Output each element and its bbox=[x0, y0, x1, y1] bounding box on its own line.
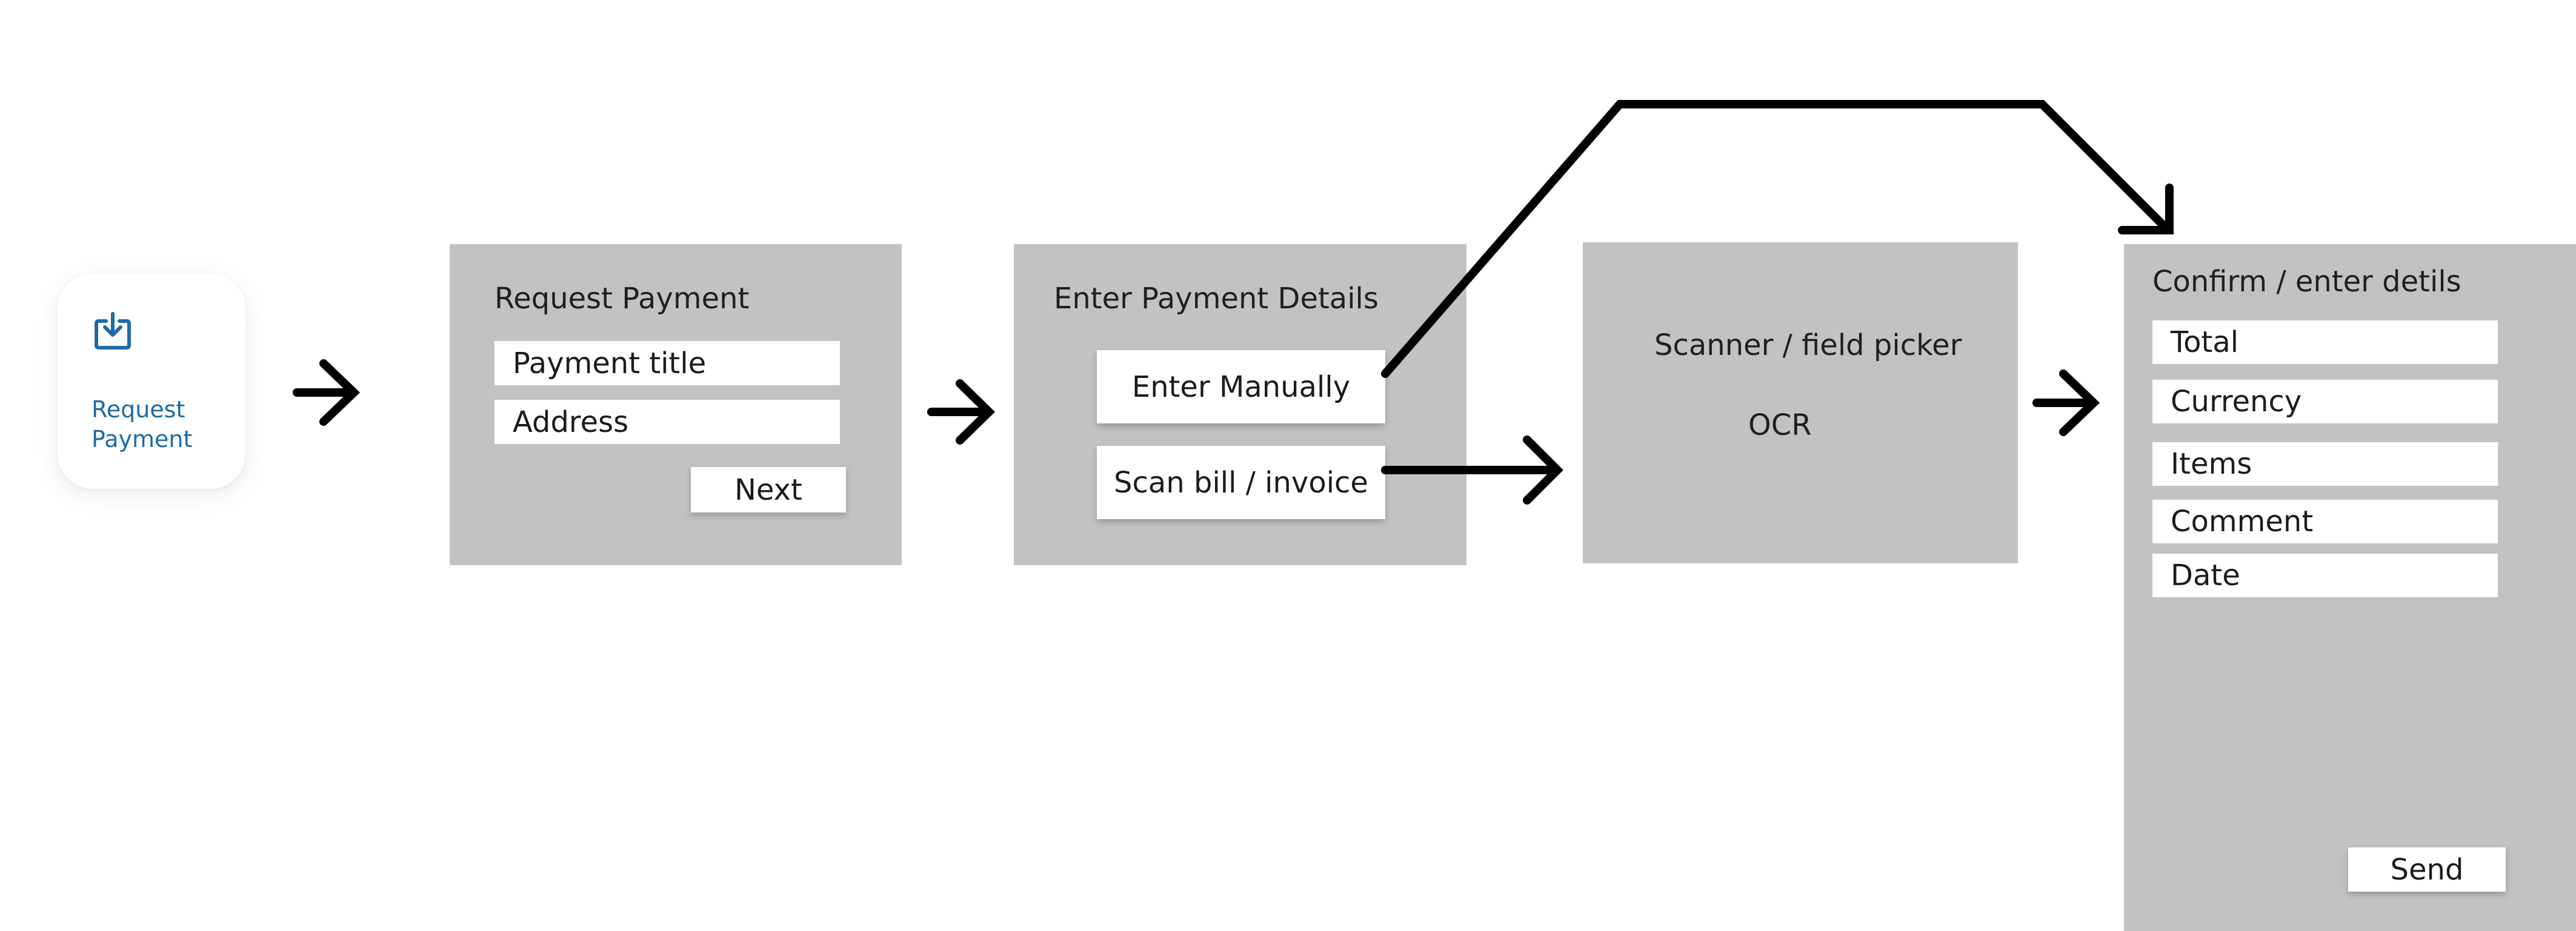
enter-payment-details-title: Enter Payment Details bbox=[1054, 282, 1379, 316]
payment-title-field[interactable]: Payment title bbox=[494, 341, 840, 385]
confirm-details-panel: Confirm / enter detils Total Currency It… bbox=[2124, 244, 2576, 931]
request-payment-title: Request Payment bbox=[494, 282, 750, 316]
next-button[interactable]: Next bbox=[691, 467, 846, 512]
download-tray-icon bbox=[95, 312, 131, 350]
enter-manually-button[interactable]: Enter Manually bbox=[1097, 350, 1385, 423]
enter-payment-details-panel: Enter Payment Details Enter Manually Sca… bbox=[1014, 244, 1466, 565]
address-field[interactable]: Address bbox=[494, 400, 840, 444]
scanner-field-picker-panel: Scanner / field picker OCR bbox=[1583, 242, 2018, 563]
arrow-scanner-to-confirm bbox=[2032, 369, 2100, 436]
scan-bill-invoice-button[interactable]: Scan bill / invoice bbox=[1097, 446, 1385, 519]
start-tile-label: Request Payment bbox=[92, 395, 231, 454]
start-label-line-1: Request bbox=[92, 396, 185, 423]
items-field[interactable]: Items bbox=[2152, 442, 2498, 486]
ocr-label: OCR bbox=[1748, 408, 1812, 442]
arrow-request-payment-to-details bbox=[927, 379, 996, 445]
confirm-details-title: Confirm / enter detils bbox=[2152, 265, 2461, 299]
start-label-line-2: Payment bbox=[92, 426, 193, 452]
comment-field[interactable]: Comment bbox=[2152, 500, 2498, 543]
total-field[interactable]: Total bbox=[2152, 320, 2498, 364]
currency-field[interactable]: Currency bbox=[2152, 380, 2498, 423]
date-field[interactable]: Date bbox=[2152, 554, 2498, 597]
scanner-field-picker-title: Scanner / field picker bbox=[1654, 328, 1962, 362]
request-payment-panel: Request Payment Payment title Address Ne… bbox=[450, 244, 902, 565]
arrow-start-to-request-payment bbox=[293, 359, 361, 426]
request-payment-start-tile[interactable]: Request Payment bbox=[58, 274, 245, 489]
send-button[interactable]: Send bbox=[2348, 847, 2506, 892]
